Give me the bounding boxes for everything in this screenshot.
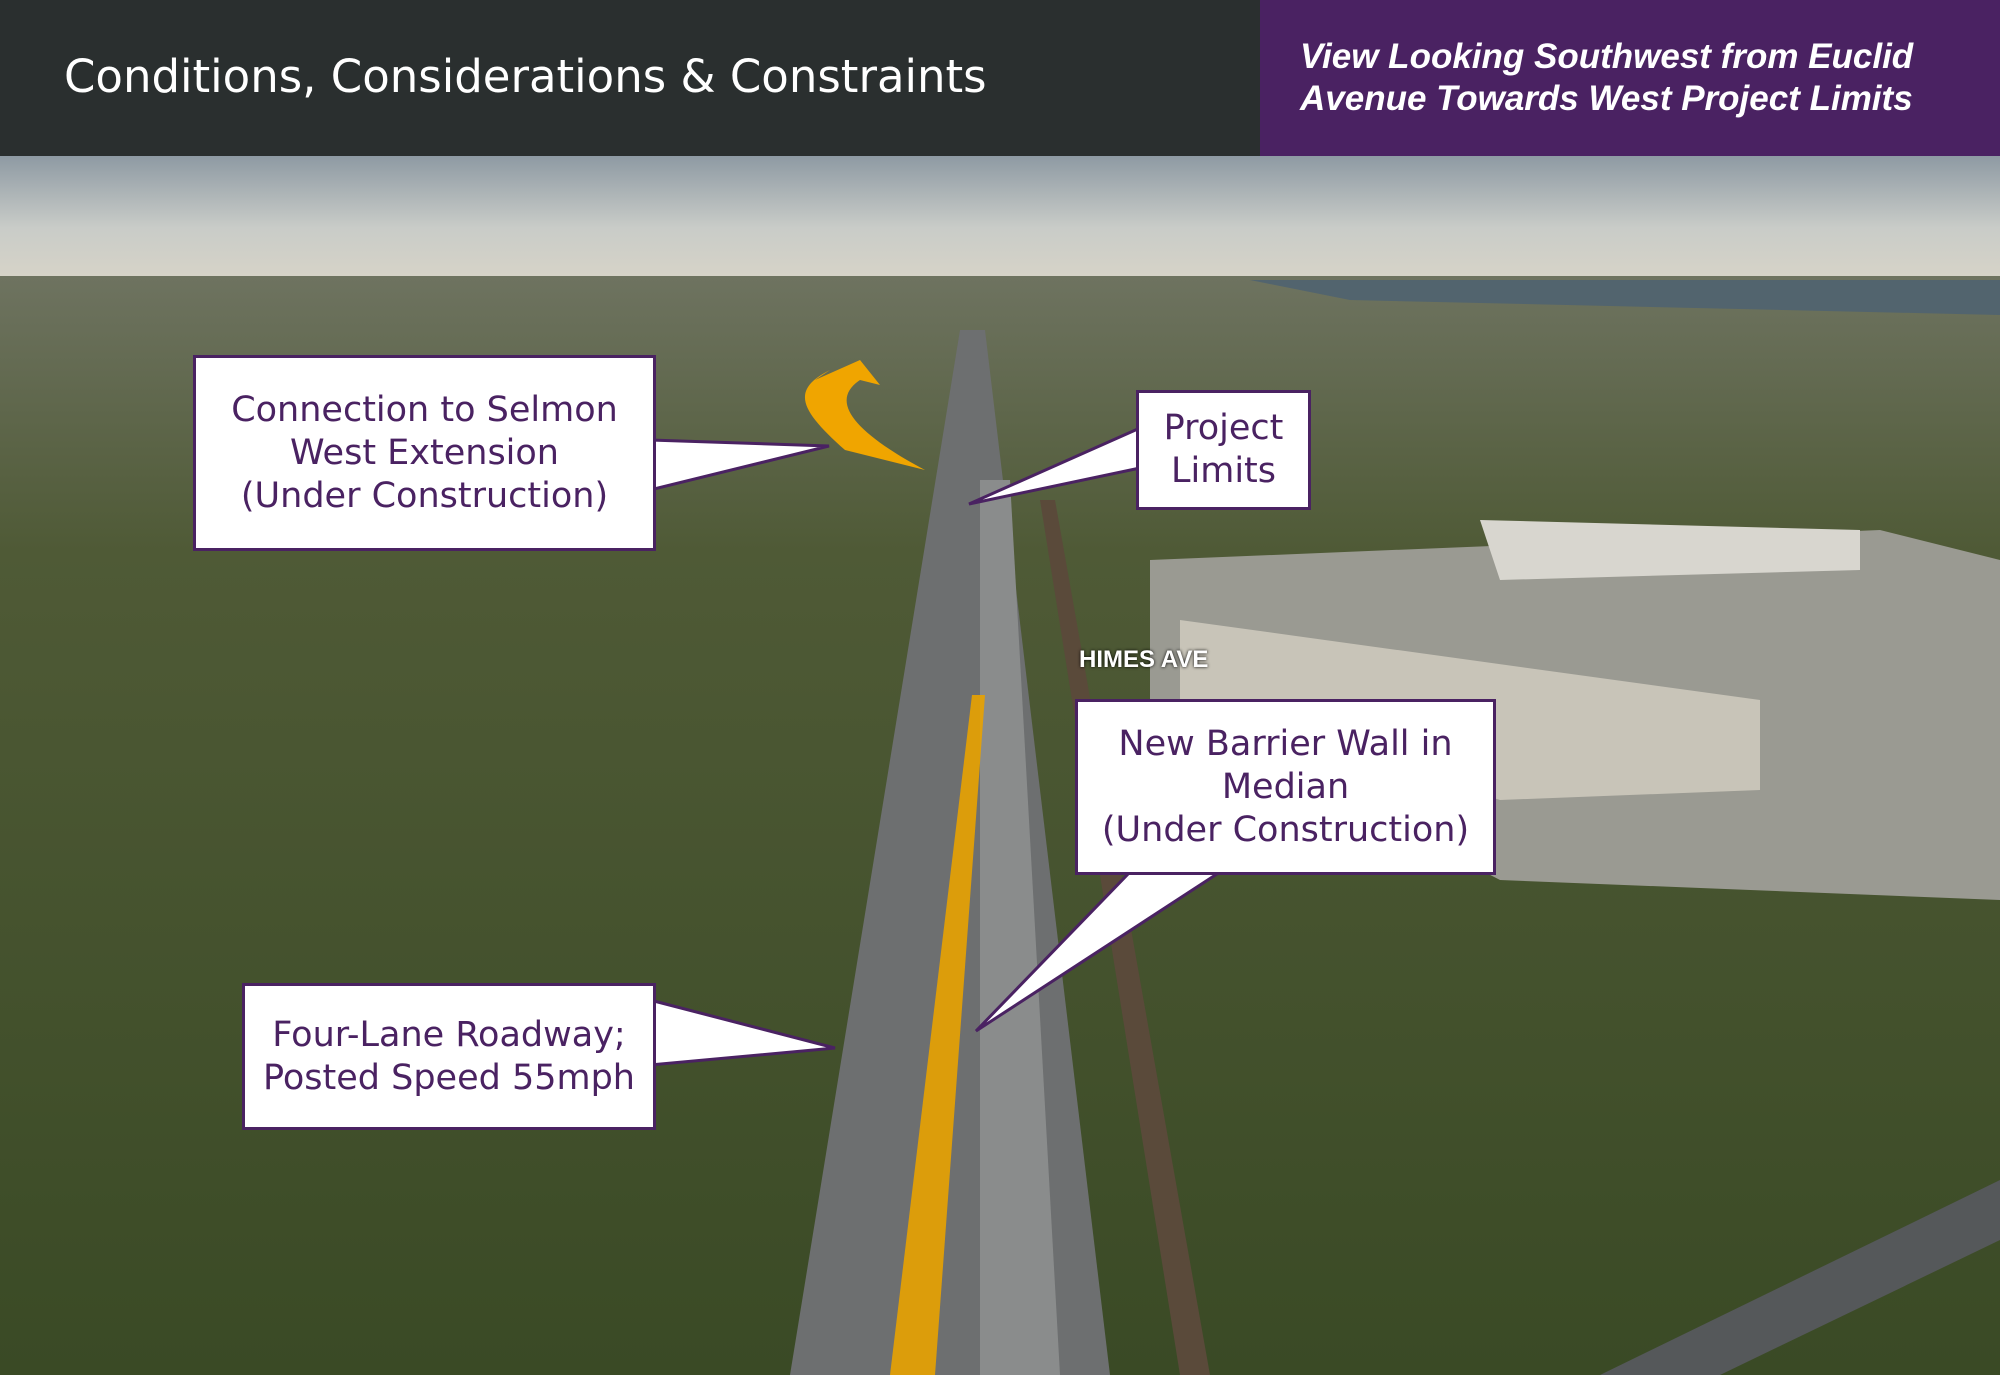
callout-text: Limits: [1171, 451, 1276, 491]
street-label-himes-ave: HIMES AVE: [1079, 646, 1209, 673]
view-description: View Looking Southwest from Euclid Avenu…: [1300, 36, 1913, 120]
callout-text: Four-Lane Roadway;: [272, 1014, 626, 1055]
view-description-line: Avenue Towards West Project Limits: [1300, 79, 1913, 118]
street: [1600, 1180, 2000, 1375]
callout-text: Connection to Selmon: [231, 389, 618, 430]
header-bar: Conditions, Considerations & Constraints: [0, 0, 1260, 156]
callout-text: (Under Construction): [1101, 809, 1470, 850]
callout-text: New Barrier Wall in: [1118, 723, 1453, 764]
view-description-line: View Looking Southwest from Euclid: [1300, 37, 1914, 76]
page-title: Conditions, Considerations & Constraints: [64, 50, 987, 103]
callout-text: Posted Speed 55mph: [263, 1057, 635, 1098]
callout-text: West Extension: [290, 432, 559, 473]
view-description-panel: View Looking Southwest from Euclid Avenu…: [1260, 0, 2000, 156]
arrow-icon: [804, 360, 925, 470]
callout-text: (Under Construction): [240, 475, 609, 516]
callout-barrier-wall: New Barrier Wall in Median (Under Constr…: [1075, 699, 1496, 875]
barrier-wall-highlight: [890, 695, 985, 1375]
callout-text: Median: [1221, 766, 1350, 807]
callout-four-lane-roadway: Four-Lane Roadway; Posted Speed 55mph: [242, 983, 656, 1130]
callout-selmon-connection: Connection to Selmon West Extension (Und…: [193, 355, 656, 551]
callout-project-limits: Project Limits: [1136, 390, 1311, 510]
callout-text: Project: [1163, 408, 1284, 448]
